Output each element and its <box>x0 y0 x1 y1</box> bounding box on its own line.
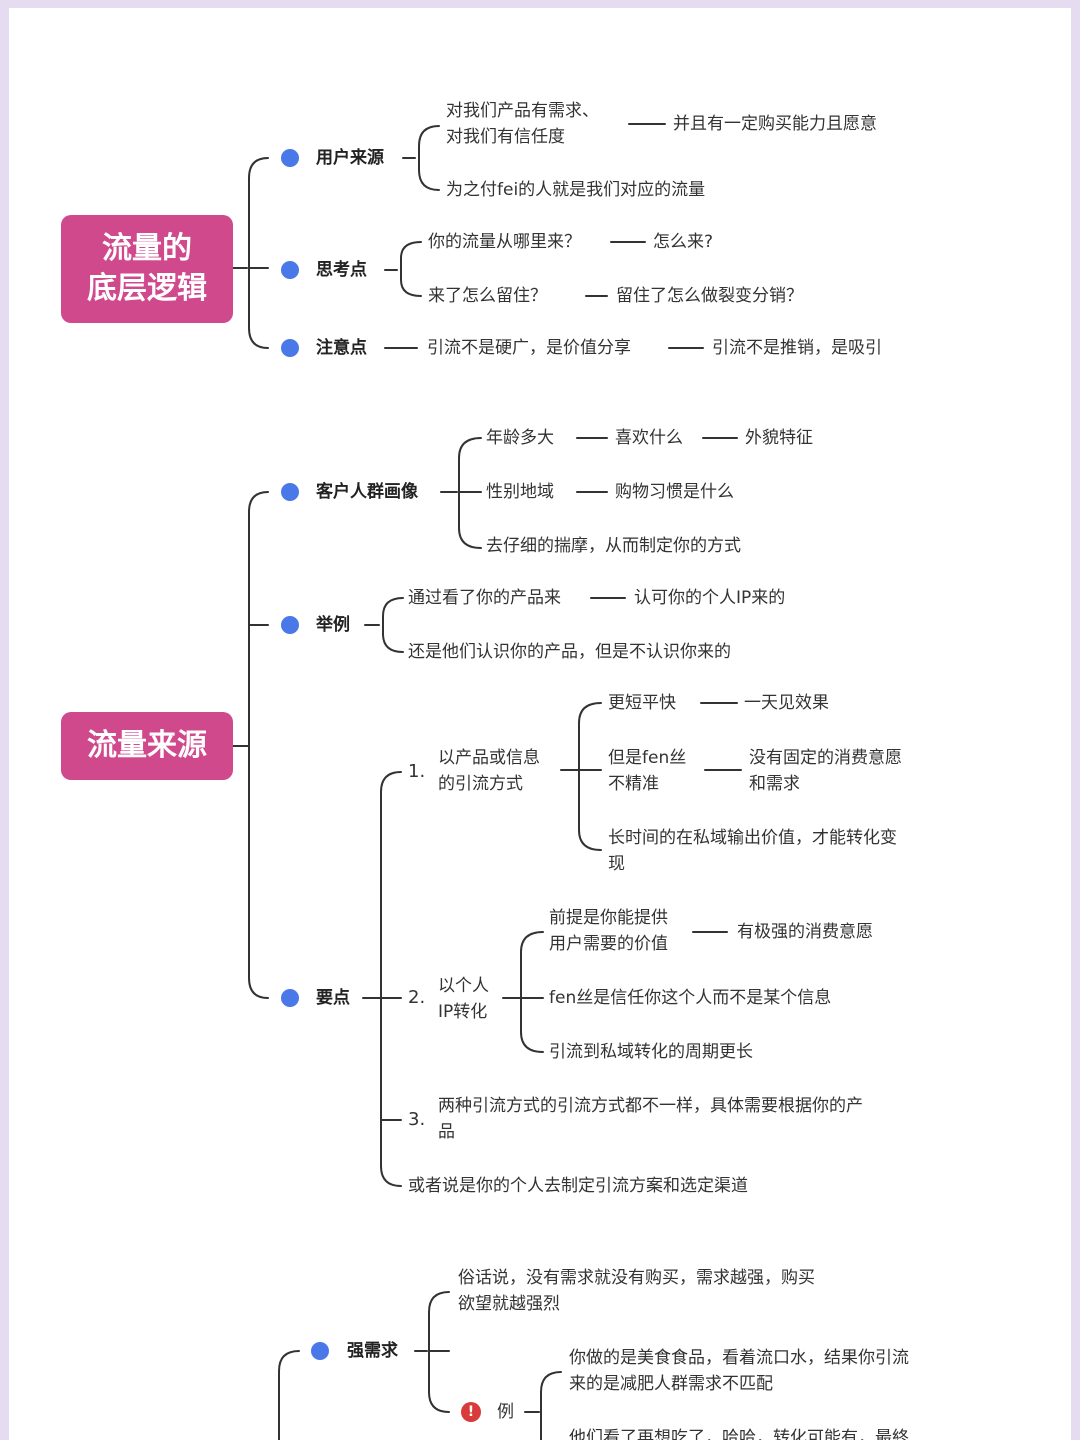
point-number: 2. <box>408 987 426 1008</box>
connector <box>248 491 269 999</box>
branch-user-source[interactable]: 用户来源 <box>316 148 384 168</box>
node-where-from[interactable]: 你的流量从哪里来？ <box>428 232 581 252</box>
node-age[interactable]: 年龄多大 <box>486 428 554 448</box>
node-not-precise[interactable]: 但是fen丝 不精准 <box>608 748 687 794</box>
connector <box>380 771 402 1187</box>
branch-customer-profile[interactable]: 客户人群画像 <box>316 482 418 502</box>
connector-lines <box>232 123 742 1440</box>
node-product-method[interactable]: 以产品或信息 的引流方式 <box>438 748 540 794</box>
node-study-method[interactable]: 去仔细的揣摩，从而制定你的方式 <box>486 536 741 556</box>
branch-thinking-points[interactable]: 思考点 <box>316 260 367 280</box>
node-fission[interactable]: 留住了怎么做裂变分销？ <box>616 286 803 306</box>
connector <box>418 125 440 191</box>
node-long-term[interactable]: 长时间的在私域输出价值，才能转化变 现 <box>608 828 897 874</box>
node-gender-region[interactable]: 性别地域 <box>486 482 554 502</box>
node-know-product[interactable]: 还是他们认识你的产品，但是不认识你来的 <box>408 642 731 662</box>
node-attraction[interactable]: 引流不是推销，是吸引 <box>712 338 882 358</box>
node-fast[interactable]: 更短平快 <box>608 693 676 713</box>
root-node-source[interactable]: 流量来源 <box>61 712 233 780</box>
connector <box>248 157 269 349</box>
bullet-dot-icon <box>281 616 299 634</box>
node-purchase-power[interactable]: 并且有一定购买能力且愿意 <box>673 114 877 134</box>
node-via-product[interactable]: 通过看了你的产品来 <box>408 588 561 608</box>
node-choose-channel[interactable]: 或者说是你的个人去制定引流方案和选定渠道 <box>408 1176 748 1196</box>
node-different-methods[interactable]: 两种引流方式的引流方式都不一样，具体需要根据你的产 品 <box>438 1096 863 1142</box>
connector <box>540 1371 562 1440</box>
node-value-sharing[interactable]: 引流不是硬广，是价值分享 <box>427 338 631 358</box>
node-one-day[interactable]: 一天见效果 <box>744 693 829 713</box>
root-node-logic[interactable]: 流量的 底层逻辑 <box>61 215 233 323</box>
node-longer-cycle[interactable]: 引流到私域转化的周期更长 <box>549 1042 753 1062</box>
node-no-intent[interactable]: 没有固定的消费意愿 和需求 <box>749 748 902 794</box>
node-likes[interactable]: 喜欢什么 <box>615 428 683 448</box>
bullet-dot-icon <box>311 1342 329 1360</box>
bullet-dot-icon <box>281 989 299 1007</box>
warning-icon: ! <box>461 1402 481 1422</box>
node-provide-value[interactable]: 前提是你能提供 用户需要的价值 <box>549 908 668 954</box>
point-number: 3. <box>408 1109 426 1130</box>
bullet-dot-icon <box>281 149 299 167</box>
node-strong-intent[interactable]: 有极强的消费意愿 <box>737 922 873 942</box>
branch-key-points[interactable]: 要点 <box>316 988 350 1008</box>
node-how-retain[interactable]: 来了怎么留住？ <box>428 286 547 306</box>
node-how-come[interactable]: 怎么来? <box>653 232 714 252</box>
connector <box>578 702 602 851</box>
mindmap-canvas: 流量的 底层逻辑 用户来源 对我们产品有需求、 对我们有信任度 并且有一定购买能… <box>9 8 1071 1440</box>
bullet-dot-icon <box>281 261 299 279</box>
point-number: 1. <box>408 761 426 782</box>
node-trust-person[interactable]: fen丝是信任你这个人而不是某个信息 <box>549 988 832 1008</box>
bullet-dot-icon <box>281 483 299 501</box>
node-food-continued[interactable]: 他们看了再想吃了，哈哈，转化可能有，最終 <box>569 1428 909 1440</box>
node-demand-saying[interactable]: 俗话说，没有需求就没有购买，需求越强，购买 欲望就越强烈 <box>458 1268 815 1314</box>
connector <box>400 241 422 297</box>
node-appearance[interactable]: 外貌特征 <box>745 428 813 448</box>
node-example-label[interactable]: 例 <box>497 1402 514 1422</box>
node-ip-conversion[interactable]: 以个人 IP转化 <box>438 976 489 1022</box>
node-via-ip[interactable]: 认可你的个人IP来的 <box>634 588 786 608</box>
bullet-dot-icon <box>281 339 299 357</box>
node-shopping-habit[interactable]: 购物习惯是什么 <box>615 482 734 502</box>
node-demand-trust[interactable]: 对我们产品有需求、 对我们有信任度 <box>446 101 599 147</box>
node-food-mismatch[interactable]: 你做的是美食食品，看着流口水，结果你引流 来的是减肥人群需求不匹配 <box>569 1348 909 1394</box>
connector <box>382 597 404 653</box>
branch-example[interactable]: 举例 <box>316 615 350 635</box>
connector <box>520 931 544 1053</box>
connector <box>278 1350 300 1440</box>
branch-strong-demand[interactable]: 强需求 <box>347 1341 398 1361</box>
branch-notes[interactable]: 注意点 <box>316 338 367 358</box>
node-paying-traffic[interactable]: 为之付fei的人就是我们对应的流量 <box>446 180 706 200</box>
